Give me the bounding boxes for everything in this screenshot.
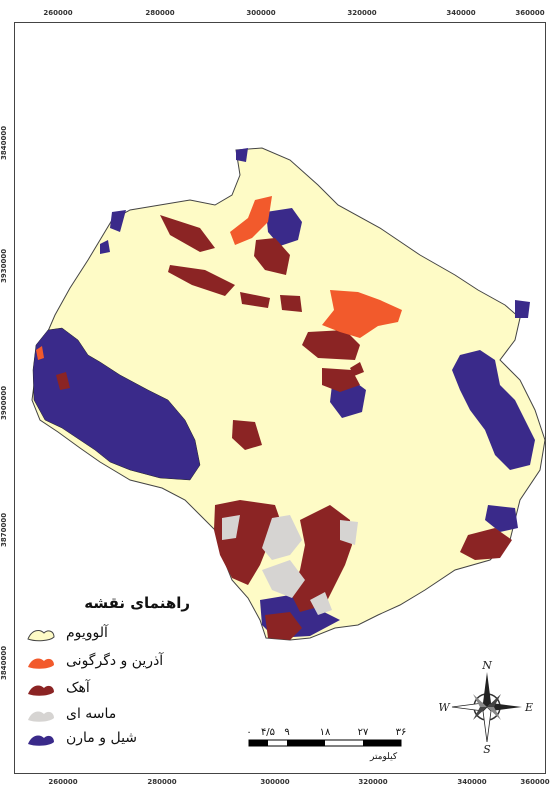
igneous-swatch bbox=[28, 658, 54, 669]
coord-label-bottom-280000: 280000 bbox=[147, 778, 177, 786]
shale-marl-unit bbox=[452, 350, 535, 470]
limestone-unit bbox=[322, 368, 360, 392]
compass-w: W bbox=[438, 701, 451, 714]
sandstone-unit bbox=[340, 520, 358, 545]
legend-label-sandstone: ماسه ای bbox=[66, 706, 117, 722]
coord-label-bottom-300000: 300000 bbox=[260, 778, 290, 786]
coord-label-top-280000: 280000 bbox=[145, 9, 175, 17]
shale-marl-unit bbox=[100, 240, 110, 254]
igneous-metamorphic-unit bbox=[36, 346, 44, 360]
igneous-metamorphic-unit bbox=[230, 196, 272, 245]
shale-marl-unit bbox=[236, 148, 248, 162]
shale-marl-unit bbox=[266, 208, 302, 246]
legend-item-igneous: آذرین و دگرگونی bbox=[26, 653, 216, 673]
coord-label-bottom-360000: 360000 bbox=[520, 778, 550, 786]
legend-item-limestone: آهک bbox=[26, 680, 216, 700]
compass-s: S bbox=[483, 743, 491, 755]
scale-label-4.5: ۴/۵ bbox=[260, 727, 276, 738]
limestone-unit bbox=[240, 292, 270, 308]
limestone-unit bbox=[460, 528, 512, 560]
scale-unit: کیلومتر bbox=[370, 752, 398, 762]
igneous-metamorphic-unit bbox=[322, 290, 402, 338]
legend-label-shale-marl: شیل و مارن bbox=[66, 730, 138, 746]
sandstone-unit bbox=[222, 515, 240, 540]
limestone-swatch bbox=[28, 685, 54, 696]
limestone-unit bbox=[280, 295, 302, 312]
alluvium-swatch bbox=[27, 630, 55, 642]
legend-label-alluvium: آلوویوم bbox=[66, 625, 108, 641]
limestone-unit bbox=[168, 265, 235, 296]
sandstone-swatch bbox=[28, 711, 54, 722]
legend-label-igneous: آذرین و دگرگونی bbox=[66, 653, 164, 669]
legend-label-limestone: آهک bbox=[66, 680, 90, 696]
coord-label-top-340000: 340000 bbox=[446, 9, 476, 17]
scale-label-36: ۳۶ bbox=[395, 727, 407, 738]
limestone-unit bbox=[302, 330, 360, 360]
limestone-unit bbox=[56, 372, 70, 390]
coord-label-top-360000: 360000 bbox=[515, 9, 545, 17]
alluvium-unit bbox=[31, 147, 546, 641]
limestone-unit bbox=[290, 505, 352, 612]
coord-label-bottom-320000: 320000 bbox=[358, 778, 388, 786]
shale-marl-unit bbox=[485, 505, 518, 532]
compass-rose-icon: N E S W bbox=[438, 660, 533, 755]
shale-marl-unit bbox=[32, 327, 201, 481]
sandstone-unit bbox=[262, 515, 302, 560]
scale-label-0: ۰ bbox=[246, 727, 252, 738]
compass-e: E bbox=[524, 701, 533, 714]
coord-label-bottom-260000: 260000 bbox=[48, 778, 78, 786]
legend-item-sandstone: ماسه ای bbox=[26, 706, 216, 726]
limestone-unit bbox=[350, 362, 364, 376]
legend-item-shale-marl: شیل و مارن bbox=[26, 730, 216, 750]
coord-label-top-320000: 320000 bbox=[347, 9, 377, 17]
coord-label-bottom-340000: 340000 bbox=[457, 778, 487, 786]
shale-marl-unit bbox=[110, 210, 126, 232]
coord-label-top-300000: 300000 bbox=[246, 9, 276, 17]
scale-label-18: ۱۸ bbox=[319, 727, 331, 738]
sandstone-unit bbox=[310, 592, 332, 615]
limestone-unit bbox=[254, 238, 290, 275]
scale-label-27: ۲۷ bbox=[357, 727, 369, 738]
limestone-unit bbox=[265, 612, 302, 640]
scale-label-9: ۹ bbox=[284, 727, 290, 738]
compass-n: N bbox=[481, 660, 492, 672]
limestone-unit bbox=[232, 420, 262, 450]
legend-item-alluvium: آلوویوم bbox=[26, 625, 216, 645]
limestone-unit bbox=[160, 215, 215, 252]
shale-marl-swatch bbox=[28, 735, 54, 746]
coord-label-top-260000: 260000 bbox=[43, 9, 73, 17]
sandstone-unit bbox=[262, 560, 305, 598]
legend-title: راهنمای نقشه bbox=[84, 594, 190, 612]
shale-marl-unit bbox=[515, 300, 530, 318]
